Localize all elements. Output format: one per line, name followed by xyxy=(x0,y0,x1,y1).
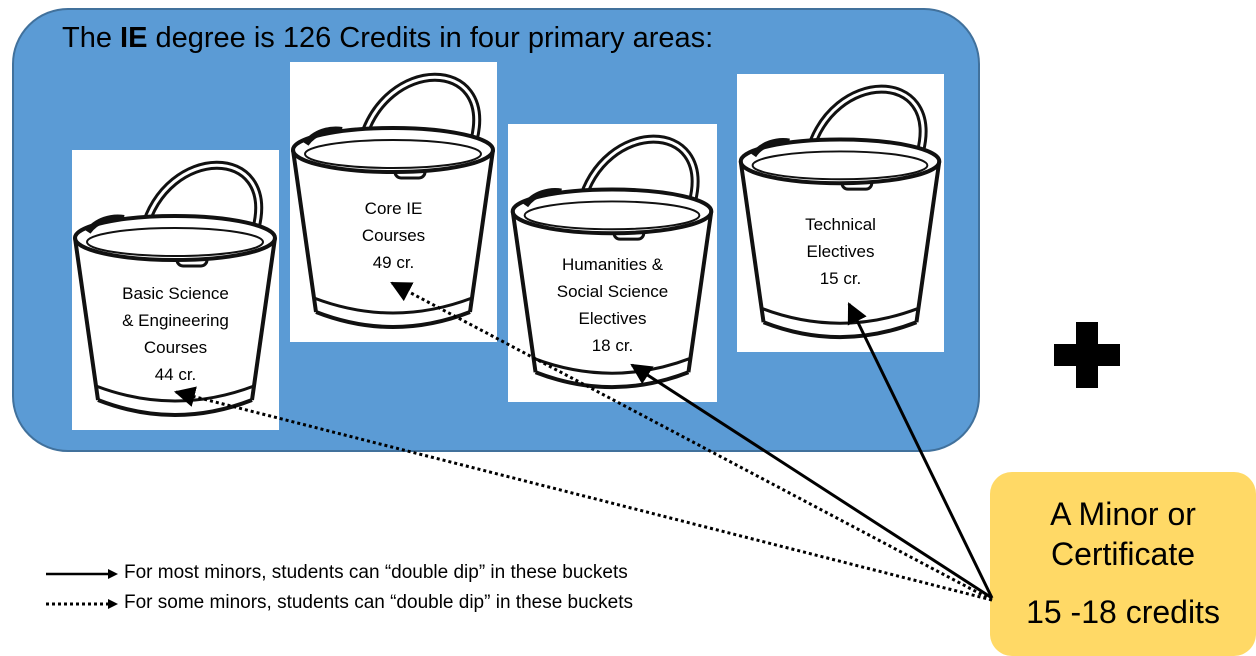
bucket-label-line: Humanities & xyxy=(561,255,664,274)
bucket-label-line: Courses xyxy=(143,338,208,357)
bucket-label-line: Social Science xyxy=(556,282,669,301)
legend-dotted-text: For some minors, students can “double di… xyxy=(124,592,634,613)
bucket-credits: 15 cr. xyxy=(819,269,862,288)
bucket-label-line: Electives xyxy=(578,309,647,328)
bucket-icon xyxy=(738,84,942,340)
solid-arrow-technical xyxy=(847,302,994,599)
dotted-arrow-core-ie xyxy=(390,281,993,602)
bucket-icon xyxy=(510,134,714,390)
bucket-credits: 49 cr. xyxy=(372,253,415,272)
bucket-credits: 18 cr. xyxy=(591,336,634,355)
bucket-label-line: Core IE xyxy=(364,199,423,218)
minor-label-line: A Minor or xyxy=(1050,496,1196,532)
bucket-label-line: Electives xyxy=(806,242,875,261)
solid-arrow-icon xyxy=(46,569,118,579)
legend-solid: For most minors, students can “double di… xyxy=(44,562,764,586)
legend-dotted: For some minors, students can “double di… xyxy=(44,592,764,616)
minor-certificate-box: A Minor or Certificate 15 -18 credits xyxy=(990,472,1256,656)
solid-arrow-humanities xyxy=(630,363,993,600)
page-title: The IE degree is 126 Credits in four pri… xyxy=(62,22,714,54)
bucket-icon xyxy=(291,72,495,329)
plus-icon xyxy=(1054,322,1120,388)
bucket-humanities: Humanities & Social Science Electives 18… xyxy=(508,124,717,402)
minor-label-line: Certificate xyxy=(1050,536,1196,572)
bucket-label-line: Technical xyxy=(805,215,876,234)
bucket-label-line: & Engineering xyxy=(122,311,229,330)
dotted-arrow-basic-science xyxy=(173,386,993,602)
bucket-technical: Technical Electives 15 cr. xyxy=(737,74,944,352)
dotted-arrow-icon xyxy=(46,599,118,609)
bucket-icon xyxy=(73,160,277,417)
bucket-label-line: Courses xyxy=(361,226,426,245)
bucket-basic-science: Basic Science & Engineering Courses 44 c… xyxy=(72,150,279,430)
bucket-credits: 44 cr. xyxy=(154,365,197,384)
bucket-label-line: Basic Science xyxy=(122,284,229,303)
legend-solid-text: For most minors, students can “double di… xyxy=(124,562,628,583)
minor-credits: 15 -18 credits xyxy=(1026,594,1220,630)
